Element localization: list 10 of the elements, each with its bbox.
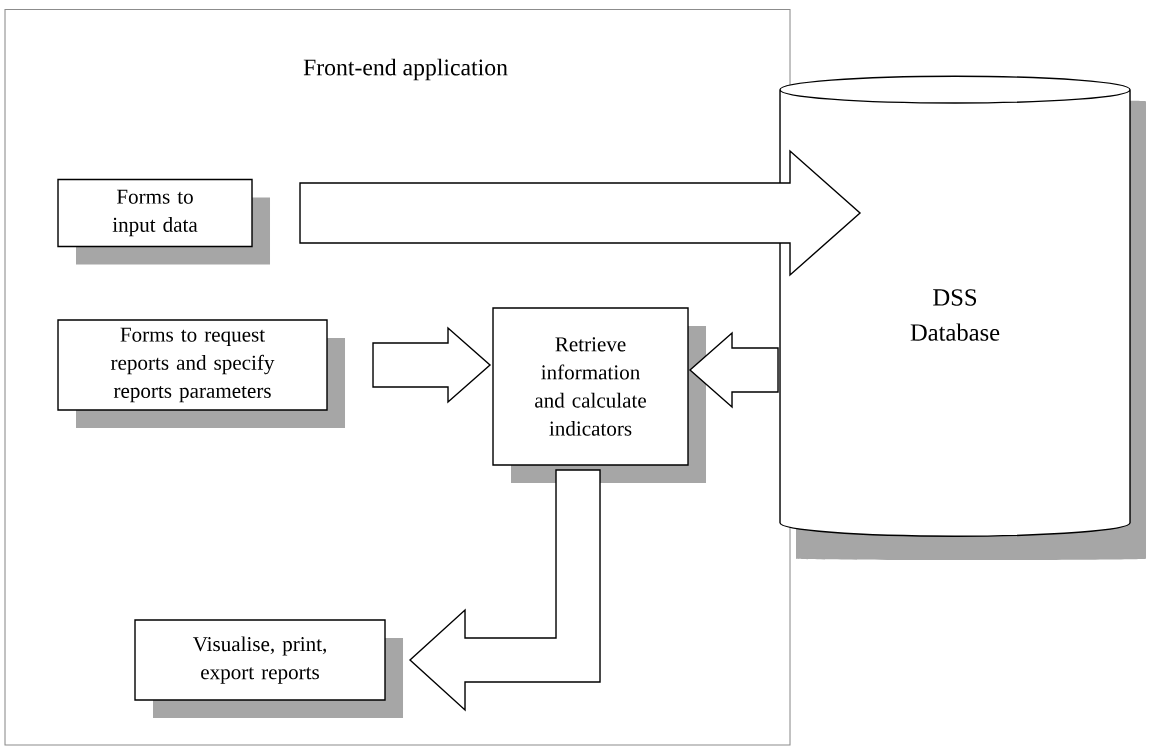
block-arrow: [299, 149, 862, 277]
database-cylinder: DSS Database: [779, 75, 1146, 560]
text-box: Visualise, print, export reports: [134, 619, 403, 718]
block-arrow: [408, 469, 601, 712]
text-box: Retrieve information and calculate indicators: [492, 307, 706, 483]
block-arrow: [372, 326, 492, 404]
panel-heading: Front-end application: [303, 58, 508, 81]
block-arrow: [688, 331, 779, 409]
text-box: Forms to input data: [57, 178, 270, 265]
text-box: Forms to request reports and specify reports parameters: [57, 319, 345, 428]
